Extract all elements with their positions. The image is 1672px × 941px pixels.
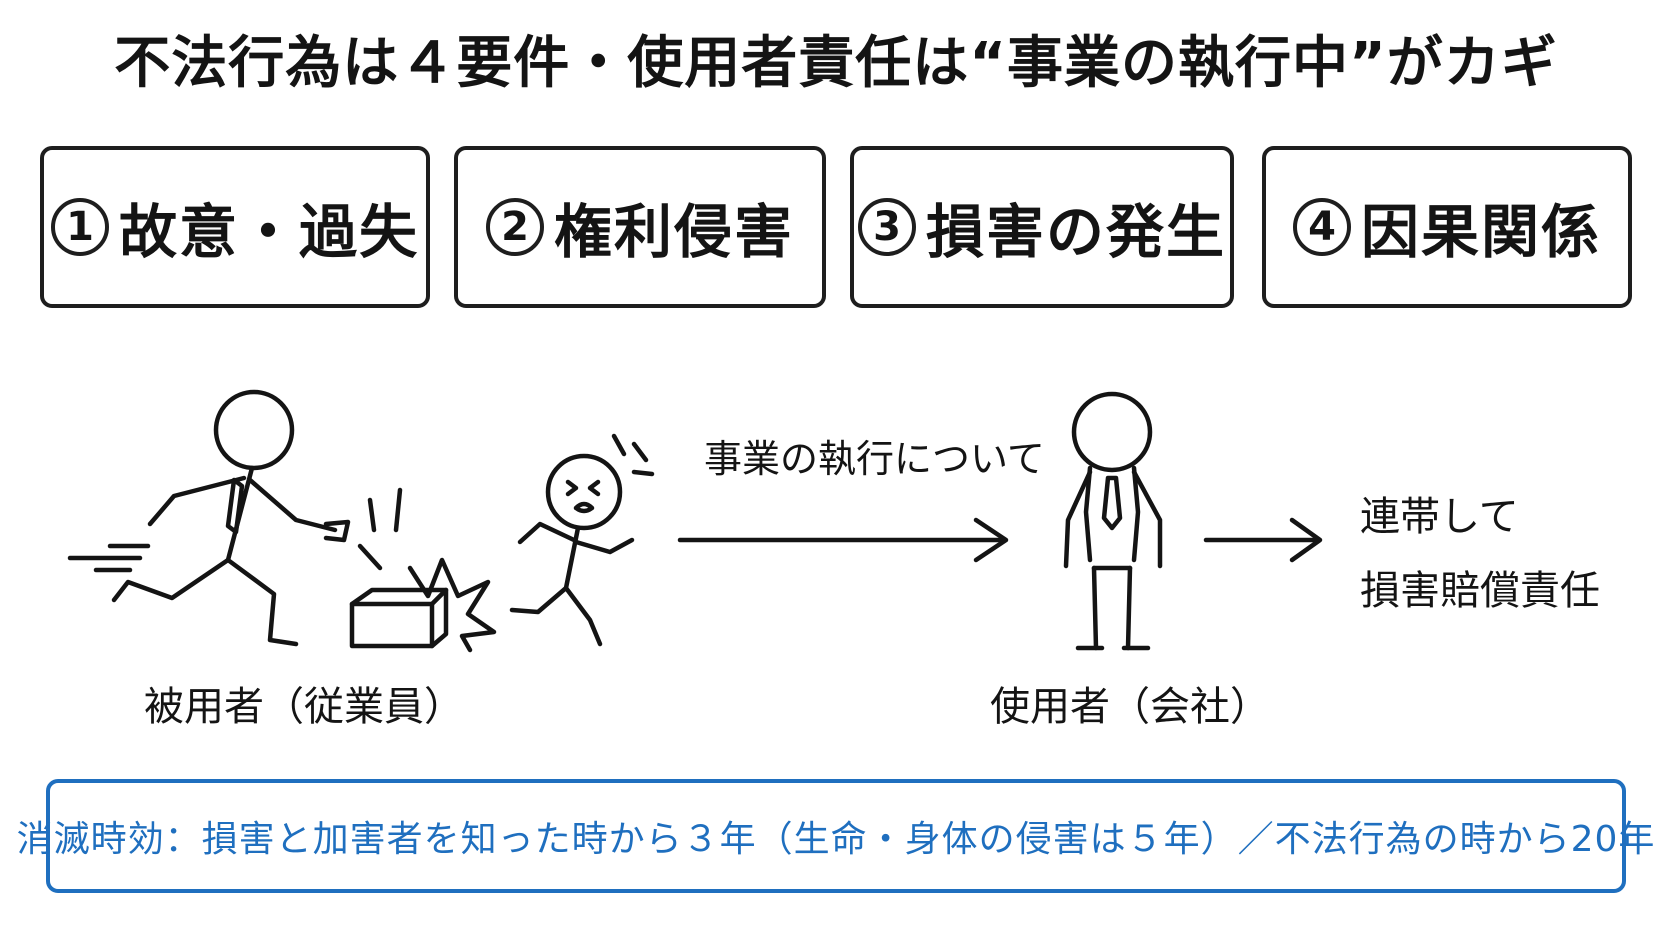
employer-figure xyxy=(1063,391,1163,651)
requirement-label-4: 因果関係 xyxy=(1360,198,1601,266)
employee-figure xyxy=(67,389,351,647)
employer-label: 使用者（会社） xyxy=(990,684,1270,730)
requirement-box-4: 4 因果関係 xyxy=(1262,146,1632,308)
requirement-label-1: 故意・過失 xyxy=(118,198,419,266)
note-text: 消滅時効：損害と加害者を知った時から３年（生命・身体の侵害は５年）／不法行為の時… xyxy=(16,819,1656,860)
requirement-label-3: 損害の発生 xyxy=(925,198,1226,266)
requirement-box-1: 1 故意・過失 xyxy=(40,146,430,308)
short-arrow-head-icon xyxy=(1289,517,1323,563)
result-line-2: 損害賠償責任 xyxy=(1360,568,1600,614)
requirement-number-2: 2 xyxy=(485,198,544,256)
requirement-number-4: 4 xyxy=(1292,198,1351,256)
requirement-box-3: 3 損害の発生 xyxy=(850,146,1234,308)
statute-of-limitations-note: 消滅時効：損害と加害者を知った時から３年（生命・身体の侵害は５年）／不法行為の時… xyxy=(17,779,1654,893)
employee-label: 被用者（従業員） xyxy=(144,684,464,730)
arrow-label: 事業の執行について xyxy=(704,437,1045,481)
requirement-number-3: 3 xyxy=(857,198,916,256)
requirement-number-1: 1 xyxy=(50,198,109,256)
requirement-label-2: 権利侵害 xyxy=(553,198,794,266)
arrow-head-icon xyxy=(973,517,1009,563)
victim-figure xyxy=(509,433,655,647)
dropped-box-icon xyxy=(349,487,497,653)
result-line-1: 連帯して xyxy=(1360,494,1519,540)
requirement-box-2: 2 権利侵害 xyxy=(454,146,826,308)
page-title: 不法行為は４要件・使用者責任は“事業の執行中”がカギ xyxy=(114,31,1558,96)
